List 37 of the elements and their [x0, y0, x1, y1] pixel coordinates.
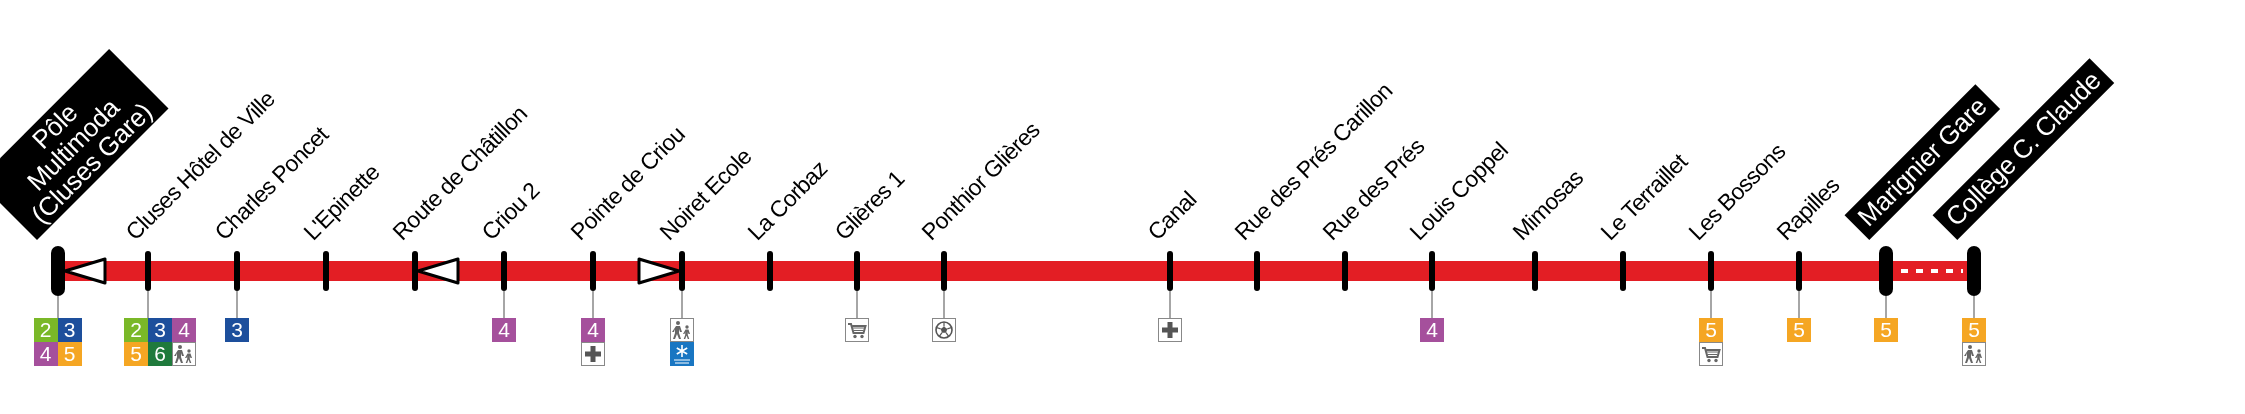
track-segment [151, 261, 234, 281]
line-number-badge: 4 [492, 318, 516, 342]
line-number-badge: 6 [148, 342, 172, 366]
line-number-badge: 4 [581, 318, 605, 342]
line-number-badge: 4 [33, 342, 58, 366]
track-segment [685, 261, 767, 281]
line-number-badge: 3 [57, 318, 82, 342]
line-number-badge: 5 [1787, 318, 1811, 342]
line-number-badge: 5 [1962, 318, 1986, 342]
track-segment [1538, 261, 1620, 281]
line-number-badge: 5 [124, 342, 148, 366]
dotted-track-line [1901, 269, 1963, 273]
track-segment [240, 261, 323, 281]
track-segment [63, 257, 145, 285]
track-segment [1260, 261, 1342, 281]
line-number-badge: 2 [33, 318, 58, 342]
track-segment [507, 261, 590, 281]
line-number-badge: 5 [57, 342, 82, 366]
line-number-badge: 2 [124, 318, 148, 342]
track-segment [773, 261, 854, 281]
track-segment [860, 261, 941, 281]
track-segment [416, 257, 501, 285]
track-segment [1173, 261, 1254, 281]
track-segment [1626, 261, 1708, 281]
track-segment [947, 261, 1167, 281]
line-number-badge: 5 [1874, 318, 1898, 342]
track-segment [329, 261, 412, 281]
line-number-badge: 5 [1699, 318, 1723, 342]
track-segment [1714, 261, 1796, 281]
line-number-badge: 3 [148, 318, 172, 342]
line-number-badge: 3 [225, 318, 249, 342]
track-segment [1802, 261, 1879, 281]
line-number-badge: 4 [172, 318, 196, 342]
track-segment [596, 257, 681, 285]
track-segment [1435, 261, 1532, 281]
line-number-badge: 4 [1420, 318, 1444, 342]
track-segment [1348, 261, 1429, 281]
